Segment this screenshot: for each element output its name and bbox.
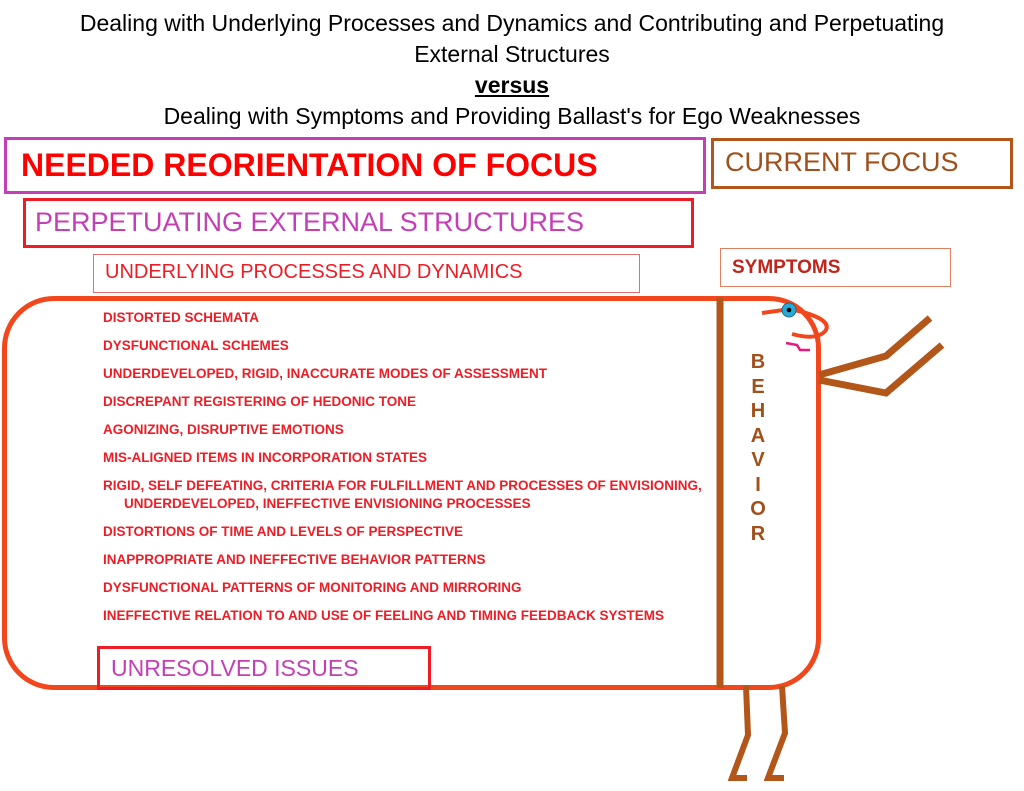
unresolved-issues-box: UNRESOLVED ISSUES — [97, 646, 431, 690]
symptoms-box: SYMPTOMS — [720, 248, 951, 287]
needed-focus-box: NEEDED REORIENTATION OF FOCUS — [4, 137, 706, 194]
perpetuating-structures-box: PERPETUATING EXTERNAL STRUCTURES — [23, 198, 694, 248]
list-item: RIGID, SELF DEFEATING, CRITERIA FOR FULF… — [103, 478, 702, 511]
current-focus-box: CURRENT FOCUS — [711, 138, 1013, 189]
processes-list: DISTORTED SCHEMATA DYSFUNCTIONAL SCHEMES… — [103, 309, 718, 635]
list-item: INAPPROPRIATE AND INEFFECTIVE BEHAVIOR P… — [103, 552, 486, 567]
list-item: DYSFUNCTIONAL PATTERNS OF MONITORING AND… — [103, 580, 522, 595]
header-versus: versus — [474, 72, 550, 98]
eye-pupil-icon — [786, 307, 792, 313]
behavior-letter: O — [750, 498, 766, 520]
upper-arm-icon — [818, 315, 933, 379]
list-item: DISCREPANT REGISTERING OF HEDONIC TONE — [103, 394, 417, 409]
list-item: AGONIZING, DISRUPTIVE EMOTIONS — [103, 422, 344, 437]
behavior-letter: A — [750, 424, 766, 447]
list-item: DISTORTIONS OF TIME AND LEVELS OF PERSPE… — [103, 524, 464, 539]
list-item: UNDERDEVELOPED, RIGID, INACCURATE MODES … — [103, 366, 548, 381]
right-leg-icon — [763, 685, 789, 781]
bird-beak — [761, 306, 829, 339]
mouth-icon — [785, 341, 810, 352]
behavior-letter: H — [750, 400, 766, 422]
header-line-1: Dealing with Underlying Processes and Dy… — [79, 10, 945, 36]
header-line-2: External Structures — [414, 41, 610, 67]
left-leg-icon — [727, 685, 752, 781]
behavior-letter: V — [751, 449, 765, 471]
behavior-letter: I — [755, 473, 761, 496]
list-item: DISTORTED SCHEMATA — [103, 310, 260, 325]
behavior-label: B E H A V I O R — [745, 350, 771, 546]
lower-arm-icon — [818, 342, 945, 397]
header-line-3: Dealing with Symptoms and Providing Ball… — [163, 103, 861, 129]
behavior-letter: E — [751, 375, 765, 398]
list-item: MIS-ALIGNED ITEMS IN INCORPORATION STATE… — [103, 450, 427, 465]
underlying-processes-box: UNDERLYING PROCESSES AND DYNAMICS — [93, 254, 640, 293]
list-item: INEFFECTIVE RELATION TO AND USE OF FEELI… — [103, 608, 665, 623]
list-item: DYSFUNCTIONAL SCHEMES — [103, 338, 289, 353]
behavior-letter: R — [750, 522, 766, 545]
behavior-letter: B — [750, 351, 766, 373]
diagram-header: Dealing with Underlying Processes and Dy… — [0, 8, 1024, 132]
